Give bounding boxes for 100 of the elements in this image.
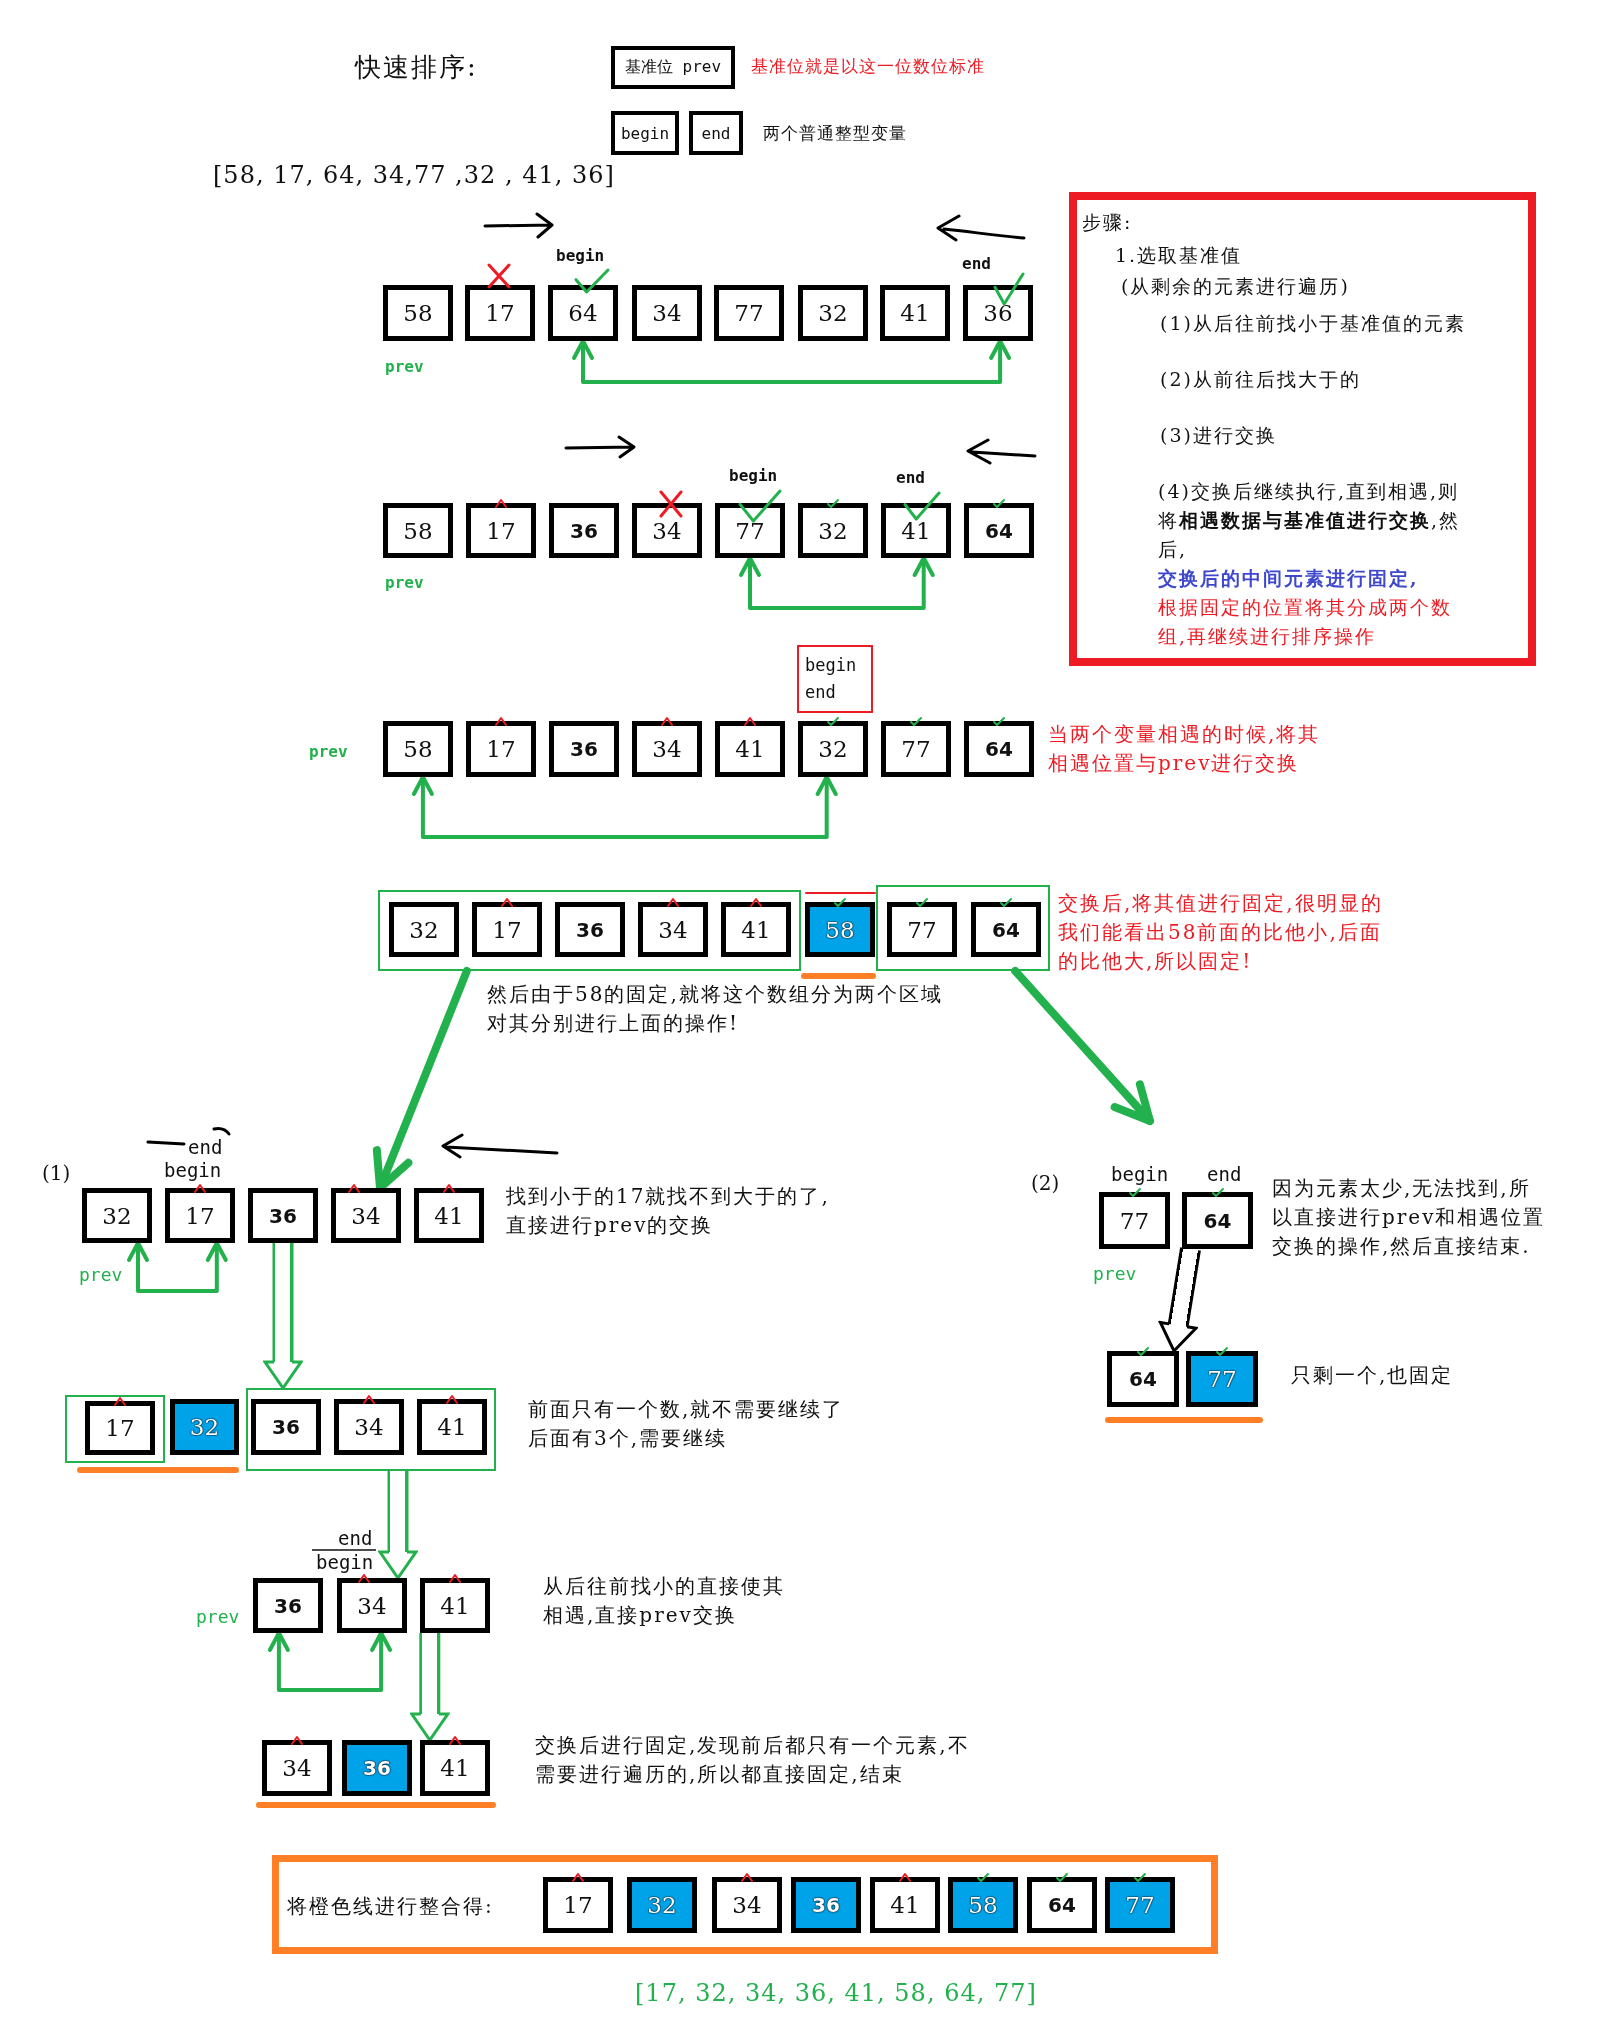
array-slot: 34: [334, 1399, 404, 1455]
array-slot: 17: [543, 1877, 613, 1933]
array-slot: 41: [870, 1877, 940, 1933]
array-slot: 36: [555, 902, 625, 957]
pointer-label: prev: [309, 742, 348, 761]
array-slot: 77: [881, 721, 951, 777]
array-text: [58, 17, 64, 34,77 ,32 , 41, 36]: [213, 160, 615, 190]
swap-arrow: [739, 556, 935, 610]
array-slot: 34: [638, 902, 708, 957]
array-slot: 41: [715, 721, 785, 777]
pointer-label: begin: [556, 246, 605, 265]
pointer-label: begin: [1111, 1164, 1169, 1185]
array-slot: 34: [712, 1877, 782, 1933]
array-slot: 64: [548, 285, 618, 341]
array-text: [17, 32, 34, 36, 41, 58, 64, 77]: [635, 1978, 1037, 2008]
note-text: 当两个变量相遇的时候,将其相遇位置与prev进行交换: [1048, 721, 1322, 777]
steps-panel: [1069, 192, 1536, 666]
array-slot: 41: [417, 1399, 487, 1455]
pointer-label: prev: [79, 1264, 123, 1285]
step-text: (3)进行交换: [1160, 423, 1277, 448]
note-text: 从后往前找小的直接使其相遇,直接prev交换: [543, 1573, 786, 1629]
note-text: 找到小于的17就找不到大于的了,直接进行prev的交换: [506, 1183, 831, 1239]
section-number: (1): [42, 1161, 71, 1185]
note-text: 前面只有一个数,就不需要继续了后面有3个,需要继续: [528, 1396, 846, 1452]
fixed-array-slot: 58: [948, 1877, 1018, 1933]
pointer-label: prev: [1093, 1263, 1137, 1284]
fixed-array-slot: 58: [805, 902, 875, 957]
array-slot: 34: [331, 1188, 401, 1243]
array-slot: 34: [632, 721, 702, 777]
note-text: 然后由于58的固定,就将这个数组分为两个区域对其分别进行上面的操作!: [487, 981, 944, 1037]
array-slot: 64: [1027, 1877, 1097, 1933]
array-slot: 36: [253, 1578, 323, 1633]
pointer-label: begin: [805, 654, 857, 677]
pointer-label: end: [962, 254, 991, 273]
array-slot: 77: [715, 503, 785, 558]
step-text: 1.选取基准值: [1115, 243, 1243, 268]
fixed-array-slot: 36: [342, 1740, 412, 1796]
array-slot: 64: [1182, 1192, 1253, 1249]
pointer-label: end: [338, 1528, 373, 1549]
array-slot: 17: [165, 1188, 235, 1243]
pointer-label: begin: [729, 466, 778, 485]
fixed-array-slot: 32: [170, 1399, 239, 1455]
fixed-array-slot: 77: [1186, 1351, 1258, 1407]
array-slot: 41: [880, 285, 950, 341]
note-text: 交换后进行固定,发现前后都只有一个元素,不需要进行遍历的,所以都直接固定,结束: [535, 1732, 971, 1788]
array-slot: 64: [1107, 1351, 1179, 1407]
array-slot: 36: [963, 285, 1033, 341]
array-slot: 36: [549, 721, 619, 777]
step-text: (4)交换后继续执行,直到相遇,则将相遇数据与基准值进行交换,然后,: [1158, 479, 1462, 562]
array-slot: 36: [251, 1399, 321, 1455]
pointer-label: end: [805, 681, 836, 704]
array-slot: 77: [887, 902, 957, 957]
array-slot: 17: [466, 721, 536, 777]
array-slot: 17: [85, 1401, 155, 1455]
array-slot: 34: [632, 285, 702, 341]
pointer-label: prev: [196, 1606, 240, 1627]
pointer-label: prev: [385, 573, 424, 592]
array-slot: 32: [798, 503, 868, 558]
array-slot: 41: [881, 503, 951, 558]
pointer-label: end: [1207, 1164, 1242, 1185]
fixed-array-slot: 36: [791, 1877, 861, 1933]
page-title: 快速排序:: [355, 51, 478, 84]
array-slot: 77: [714, 285, 784, 341]
note-text: 两个普通整型变量: [763, 122, 907, 144]
pointer-label: prev: [385, 357, 424, 376]
array-slot: 32: [389, 902, 459, 957]
array-slot: 17: [466, 503, 536, 558]
note-text: 只剩一个,也固定: [1291, 1362, 1454, 1389]
pointer-label: end: [896, 468, 925, 487]
legend-key: begin: [611, 111, 679, 155]
swap-arrow: [411, 775, 838, 839]
array-slot: 17: [465, 285, 535, 341]
array-slot: 17: [472, 902, 542, 957]
swap-arrow: [127, 1241, 228, 1293]
array-slot: 32: [82, 1188, 152, 1243]
array-slot: 58: [383, 503, 453, 558]
step-text: (1)从后往前找小于基准值的元素: [1160, 311, 1466, 336]
array-slot: 41: [721, 902, 791, 957]
array-slot: 64: [964, 503, 1034, 558]
note-text: 基准位就是以这一位数位标准: [751, 55, 985, 77]
swap-arrow: [267, 1631, 393, 1692]
merge-caption: 将橙色线进行整合得:: [287, 1893, 494, 1920]
legend-key: end: [689, 111, 743, 155]
fixed-array-slot: 32: [627, 1877, 697, 1933]
pointer-label: begin: [316, 1552, 374, 1573]
step-text: (2)从前往后找大于的: [1160, 367, 1361, 392]
pointer-label: begin: [164, 1160, 222, 1181]
step-text: 根据固定的位置将其分成两个数组,再继续进行排序操作: [1158, 595, 1453, 649]
array-slot: 41: [420, 1740, 490, 1796]
array-slot: 77: [1099, 1192, 1170, 1249]
array-slot: 58: [383, 721, 453, 777]
array-slot: 58: [383, 285, 453, 341]
result-frame: [272, 1855, 1218, 1954]
array-slot: 64: [964, 721, 1034, 777]
step-text: 交换后的中间元素进行固定,: [1158, 566, 1419, 591]
array-slot: 41: [420, 1578, 490, 1633]
group-frame: [378, 890, 801, 971]
array-slot: 34: [337, 1578, 407, 1633]
group-frame: [246, 1388, 496, 1471]
array-slot: 36: [248, 1188, 318, 1243]
